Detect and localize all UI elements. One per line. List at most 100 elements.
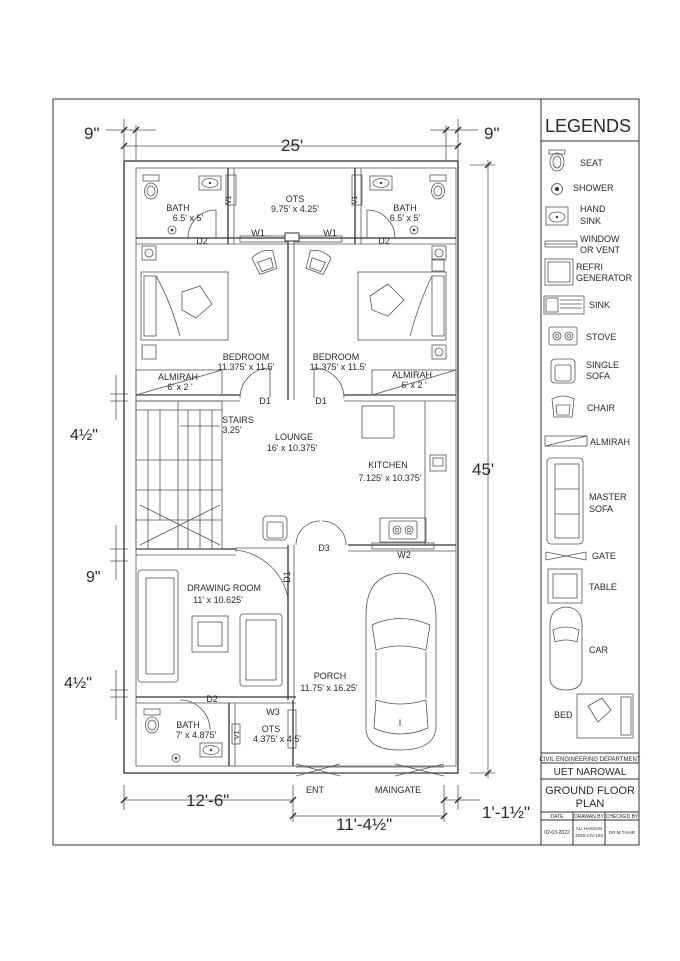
dim-bottom-left: 12'-6" xyxy=(186,791,229,810)
ots-bottom-name: OTS xyxy=(262,724,281,734)
bath-bottom-name: BATH xyxy=(176,720,199,730)
legend-sink: SINK xyxy=(589,300,610,310)
tag-w3: W3 xyxy=(266,707,280,717)
dim-bottom-mid: 11'-4½" xyxy=(336,815,392,834)
sink-icon xyxy=(543,295,585,315)
fixtures xyxy=(135,174,457,763)
almirah-right-size: 6' x 2 ' xyxy=(401,380,427,390)
ots-top-size: 9.75' x 4.25' xyxy=(271,204,319,214)
right-dimension xyxy=(470,160,495,778)
tag-d1-drawing: D1 xyxy=(282,571,292,583)
bedroom-left-name: BEDROOM xyxy=(223,352,270,362)
dim-top-right-offset: 9" xyxy=(484,124,500,143)
title-plan-2: PLAN xyxy=(576,798,605,810)
legend-almirah: ALMIRAH xyxy=(590,437,630,447)
ots-top-name: OTS xyxy=(286,194,305,204)
almirah-right-name: ALMIRAH xyxy=(392,370,432,380)
legend-hand-sink-2: SINK xyxy=(580,216,601,226)
shower-icon xyxy=(551,183,563,195)
title-plan-1: GROUND FLOOR xyxy=(545,785,635,797)
legend-seat: SEAT xyxy=(580,158,603,168)
legend: LEGENDS SEAT SHOWER HAND SINK WINDOW OR … xyxy=(541,116,639,739)
tag-d2-bottom: D2 xyxy=(206,694,218,704)
title-date-value: 02-03-2022 xyxy=(544,830,570,836)
title-drawn-value-2: 2020-CIV-103 xyxy=(575,833,603,838)
legend-single-sofa-1: SINGLE xyxy=(586,360,619,370)
chair-icon xyxy=(551,395,575,418)
tag-d1-left: D1 xyxy=(259,396,271,406)
dim-left-step-3: 4½" xyxy=(64,675,92,692)
tag-v1-left: V1 xyxy=(226,196,233,205)
legend-window-1: WINDOW xyxy=(580,234,620,244)
legend-table: TABLE xyxy=(589,582,617,592)
table-icon xyxy=(547,568,583,604)
kitchen-name: KITCHEN xyxy=(368,460,408,470)
bath-right-name: BATH xyxy=(393,203,416,213)
legend-stove: STOVE xyxy=(586,332,616,342)
stairs-name: STAIRS xyxy=(222,415,254,425)
title-department: CIVIL ENGINEERING DEPARTMENT xyxy=(540,757,641,763)
tag-v1-right: V1 xyxy=(352,196,359,205)
lounge-size: 16' x 10.375' xyxy=(267,443,318,453)
window-icon xyxy=(544,240,578,248)
bottom-dimensions xyxy=(120,785,480,822)
lounge-name: LOUNGE xyxy=(275,432,313,442)
plan-labels: BATH 6.5' x 5' OTS 9.75' x 4.25' BATH 6.… xyxy=(158,194,432,795)
almirah-icon xyxy=(544,435,588,447)
almirah-left-name: ALMIRAH xyxy=(158,372,198,382)
tag-car-mark: I xyxy=(399,718,402,728)
stove-icon xyxy=(548,326,578,346)
legend-window-2: OR VENT xyxy=(580,245,621,255)
bedroom-right-name: BEDROOM xyxy=(313,352,360,362)
bedroom-right-size: 11.375' x 11.5' xyxy=(310,362,367,372)
legend-master-sofa-2: SOFA xyxy=(589,504,613,514)
legend-chair: CHAIR xyxy=(587,403,616,413)
almirah-left-size: 6' x 2 ' xyxy=(167,382,193,392)
tag-w1-right: W1 xyxy=(323,228,337,238)
legend-gate: GATE xyxy=(592,551,616,561)
legend-hand-sink-1: HAND xyxy=(580,204,606,214)
dim-top-left-offset: 9" xyxy=(84,124,100,143)
bedroom-left-size: 11.375' x 11.5' xyxy=(218,362,275,372)
tag-d2-left: D2 xyxy=(196,236,208,246)
drawing-room-size: 11' x 10.625' xyxy=(193,595,243,605)
dim-bottom-right: 1'-1½" xyxy=(482,803,530,822)
tag-d2-right: D2 xyxy=(378,236,390,246)
legend-refri-2: GENERATOR xyxy=(576,273,633,283)
refrigerator-icon xyxy=(544,258,574,286)
kitchen-size: 7.125' x 10.375' xyxy=(359,473,422,483)
bath-left-size: 6.5' x 5' xyxy=(173,213,204,223)
legend-shower: SHOWER xyxy=(573,183,614,193)
legend-title: LEGENDS xyxy=(545,116,631,136)
tag-w1-left: W1 xyxy=(251,228,265,238)
legend-car: CAR xyxy=(589,645,609,655)
title-university: UET NAROWAL xyxy=(554,767,627,778)
title-block: CIVIL ENGINEERING DEPARTMENT UET NAROWAL… xyxy=(540,752,641,845)
title-drawn-label: DRAWAN BY xyxy=(574,814,605,820)
legend-master-sofa-1: MASTER xyxy=(589,492,627,502)
stairs-size: 3.25' xyxy=(222,425,242,435)
ots-bottom-size: 4.375' x 4.5' xyxy=(253,734,301,744)
bath-left-name: BATH xyxy=(166,203,189,213)
title-checked-value: DR.M.TAHIR xyxy=(609,830,636,835)
title-date-label: DATE xyxy=(551,814,565,820)
dim-overall-width: 25' xyxy=(281,136,303,155)
bath-right-size: 6.5' x 5' xyxy=(390,213,421,223)
tag-d1-right: D1 xyxy=(315,396,327,406)
dim-left-step-2: 9" xyxy=(86,569,101,586)
doors-windows xyxy=(179,174,445,777)
porch-name: PORCH xyxy=(314,671,347,681)
legend-refri-1: REFRI xyxy=(576,262,603,272)
gate-icon xyxy=(545,551,587,561)
plan-walls xyxy=(123,160,459,774)
single-sofa-icon xyxy=(550,358,576,384)
dim-overall-depth: 45' xyxy=(472,460,494,479)
tag-v1-bottom: V1 xyxy=(234,731,241,740)
seat-icon xyxy=(548,149,566,172)
title-drawn-value-1: ALI HASSAN xyxy=(576,826,603,831)
left-dimensions xyxy=(110,375,128,720)
tag-maingate: MAINGATE xyxy=(375,785,421,795)
bed-icon xyxy=(576,693,634,739)
tag-ent: ENT xyxy=(306,785,325,795)
